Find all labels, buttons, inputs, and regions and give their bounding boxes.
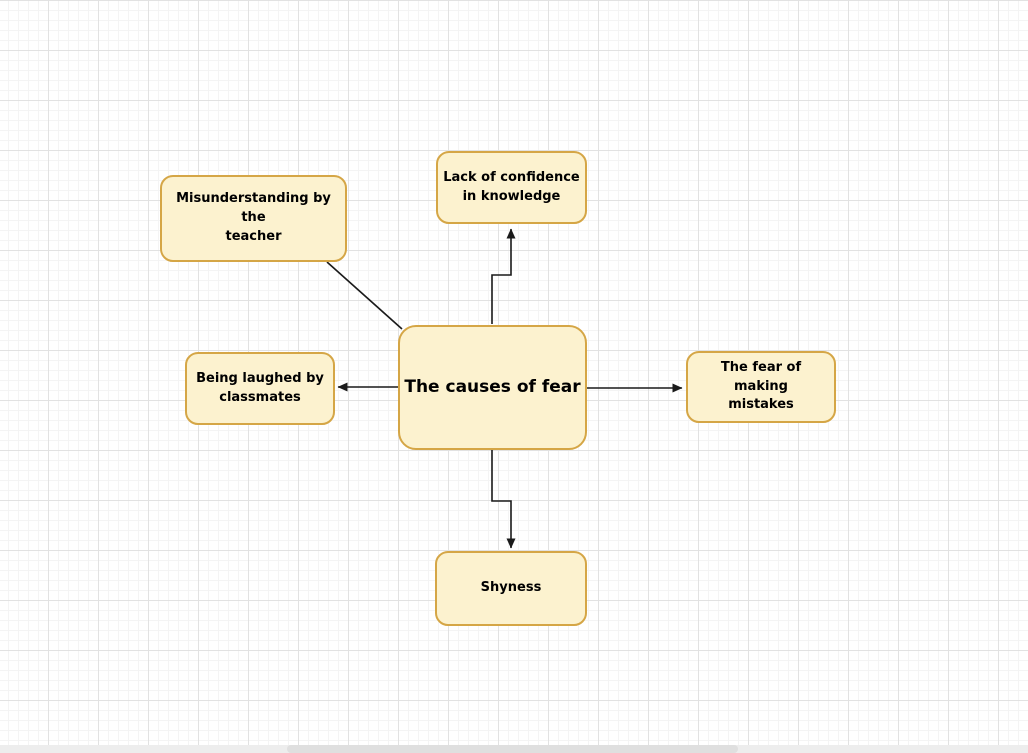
node-shyness[interactable]: Shyness xyxy=(435,551,587,626)
node-label: The causes of fear xyxy=(404,377,581,398)
node-misunderstanding-by-teacher[interactable]: Misunderstanding by the teacher xyxy=(160,175,347,262)
horizontal-scrollbar-thumb[interactable] xyxy=(287,745,738,753)
node-label: Misunderstanding by the teacher xyxy=(176,191,331,244)
node-being-laughed-by-classmates[interactable]: Being laughed by classmates xyxy=(185,352,335,425)
node-label: Lack of confidence in knowledge xyxy=(443,169,580,204)
connector-center-to-top[interactable] xyxy=(491,228,516,324)
node-the-causes-of-fear[interactable]: The causes of fear xyxy=(398,325,587,450)
node-label: The fear of making mistakes xyxy=(720,359,802,413)
connector-center-to-bottom[interactable] xyxy=(491,450,516,549)
node-label: Being laughed by classmates xyxy=(196,370,324,405)
connector-topleft-to-center[interactable] xyxy=(326,261,403,330)
node-lack-of-confidence[interactable]: Lack of confidence in knowledge xyxy=(436,151,587,224)
node-fear-of-making-mistakes[interactable]: The fear of making mistakes xyxy=(686,351,836,423)
horizontal-scrollbar-track[interactable] xyxy=(0,745,1028,753)
node-label: Shyness xyxy=(480,580,542,596)
